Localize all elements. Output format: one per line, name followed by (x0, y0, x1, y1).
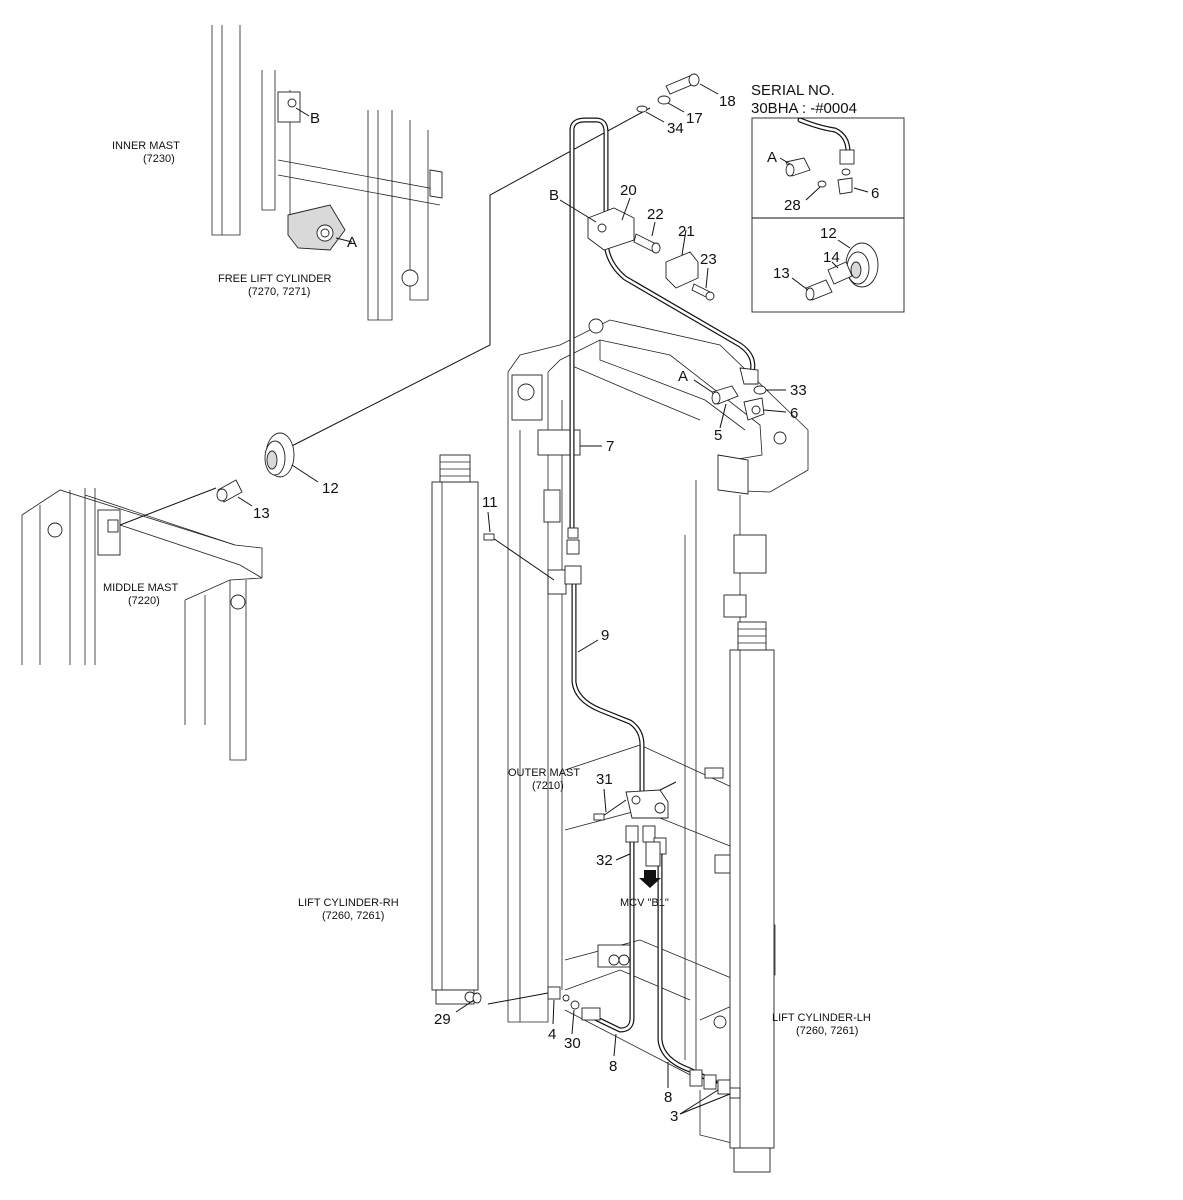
outer-mast-code: (7210) (532, 780, 564, 792)
part-number-12-inset: 12 (820, 225, 837, 242)
tee-block (625, 789, 669, 867)
hose-8-lh (657, 839, 718, 1085)
part-number-6-inset: 6 (871, 185, 879, 202)
bushing-13-left (216, 479, 243, 503)
part-number-28-inset: 28 (784, 197, 801, 214)
part-number-9: 9 (601, 627, 609, 644)
middle-mast-code: (7220) (128, 595, 160, 607)
middle-mast-detail (21, 488, 263, 761)
letter-a-inner-mast: A (347, 234, 357, 251)
part-number-12-left: 12 (322, 480, 339, 497)
o-ring-33 (753, 385, 767, 395)
clamp-21 (665, 251, 699, 289)
part-number-23: 23 (700, 251, 717, 268)
part-number-5: 5 (714, 427, 722, 444)
letter-b-main: B (549, 187, 559, 204)
sheave-12-inset (845, 242, 879, 288)
part-number-11: 11 (482, 494, 498, 511)
lift-cylinder-rh-code: (7260, 7261) (322, 910, 384, 922)
serial-inset-box (751, 117, 905, 313)
lift-cylinder-lh-code: (7260, 7261) (796, 1025, 858, 1037)
part-number-13-left: 13 (253, 505, 270, 522)
free-lift-cylinder-label: FREE LIFT CYLINDER (218, 273, 332, 285)
part-number-13-inset: 13 (773, 265, 790, 282)
part-number-14-inset: 14 (823, 249, 840, 266)
washer-17 (657, 95, 671, 105)
part-number-8-lh: 8 (664, 1089, 672, 1106)
serial-number: 30BHA : -#0004 (751, 100, 857, 117)
serial-label: SERIAL NO. (751, 82, 835, 99)
washer-34 (636, 105, 648, 113)
part-number-31: 31 (596, 771, 613, 788)
elbow-6 (743, 397, 765, 421)
bottom-fittings-lh (689, 1069, 741, 1099)
inner-mast-code: (7230) (143, 153, 175, 165)
lift-cylinder-lh-label: LIFT CYLINDER-LH (772, 1012, 871, 1024)
inner-mast-label: INNER MAST (112, 140, 180, 152)
lift-cylinder-lh (729, 621, 775, 1173)
bracket-20 (587, 207, 635, 251)
bolt-23 (691, 283, 715, 301)
free-lift-cylinder-code: (7270, 7271) (248, 286, 310, 298)
part-number-3: 3 (670, 1108, 678, 1125)
fitting-hose-7-bottom (567, 527, 579, 539)
part-number-18: 18 (719, 93, 736, 110)
lift-cylinder-rh-label: LIFT CYLINDER-RH (298, 897, 399, 909)
part-number-4: 4 (548, 1026, 556, 1043)
part-number-21: 21 (678, 223, 695, 240)
part-number-17: 17 (686, 110, 703, 127)
part-number-33: 33 (790, 382, 807, 399)
clamp-bracket (547, 565, 582, 595)
part-number-29: 29 (434, 1011, 451, 1028)
part-number-20: 20 (620, 182, 637, 199)
part-number-30: 30 (564, 1035, 581, 1052)
fitting-5 (711, 385, 739, 405)
part-number-34: 34 (667, 120, 684, 137)
part-number-22: 22 (647, 206, 664, 223)
sheave-12-left (264, 432, 295, 478)
middle-mast-label: MIDDLE MAST (103, 582, 178, 594)
lift-cylinder-rh (431, 454, 479, 1005)
mcv-arrow (639, 870, 661, 888)
bushing-14-inset (827, 261, 853, 285)
hose-8-rh (592, 839, 635, 1033)
pipe-9 (571, 577, 645, 798)
part-number-7: 7 (606, 438, 614, 455)
mcv-label: MCV "B1" (620, 897, 669, 909)
bolt-22 (633, 233, 661, 254)
outer-mast-label: OUTER MAST (508, 767, 580, 779)
hose-7 (569, 117, 756, 533)
letter-a-inset: A (767, 149, 777, 166)
part-number-32: 32 (596, 852, 613, 869)
letter-a-main: A (678, 368, 688, 385)
sheave-leader-line (119, 487, 217, 526)
part-number-6: 6 (790, 405, 798, 422)
part-number-8-rh: 8 (609, 1058, 617, 1075)
inner-mast-detail (211, 25, 443, 321)
letter-b-inner-mast: B (310, 110, 320, 127)
bolt-18 (665, 73, 700, 95)
